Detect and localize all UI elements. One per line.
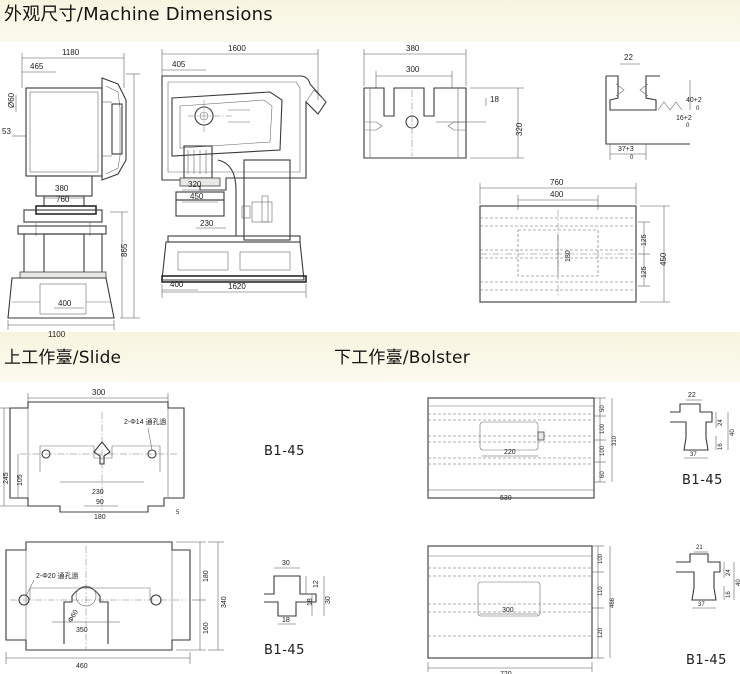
slide-b-dim-phi: Φ60 (67, 609, 80, 624)
slide-a-dim-180: 180 (94, 514, 106, 521)
bolster-b-dim-300: 300 (502, 607, 514, 614)
bolster-a-dim-100b: 100 (600, 445, 606, 456)
bolster-detail-dim-125a: 125 (641, 234, 648, 246)
bolster-detail-dim-450: 450 (659, 252, 668, 266)
side-dim-320: 320 (188, 180, 202, 189)
slide-detail-dim-18: 18 (490, 95, 499, 104)
bolster-detail-drawing: 760 400 180 125 125 450 (479, 178, 670, 303)
bolster-b-dim-100: 100 (598, 553, 604, 564)
front-dim-1100: 1100 (48, 330, 66, 339)
slide-a-dim-90: 90 (96, 499, 104, 506)
slide-slot-drawing: 30 12 18 30 18 (264, 560, 332, 625)
slide-slot-dim-30b: 30 (325, 596, 332, 604)
slide-slot-dim-18a: 18 (307, 598, 314, 606)
bolster-slot-a-dim-22: 22 (688, 392, 696, 399)
bolster-slot-b-dim-21: 21 (696, 545, 703, 551)
slide-a-drawing: 300 2-Φ14 通孔過 245 105 230 90 180 5 (0, 388, 185, 521)
front-dim-top: 1180 (62, 48, 80, 57)
slide-b-dim-180: 180 (203, 570, 210, 582)
slide-detail-dim-320: 320 (515, 122, 524, 136)
bolster-detail-dim-760: 760 (550, 178, 564, 187)
bolster-b-drawing: 300 720 100 110 120 466 (427, 545, 616, 674)
bolster-a-dim-50: 50 (600, 405, 606, 412)
bolster-slot-b-dim-37: 37 (698, 602, 705, 608)
bolster-slot-a-drawing: 22 24 16 40 37 (670, 392, 736, 459)
slide-detail-dim-380: 380 (406, 44, 420, 53)
slide-a-dim-300: 300 (92, 388, 106, 397)
front-dim-dia: Ø60 (7, 92, 16, 108)
machine-dimensions-title: 外观尺寸/Machine Dimensions (4, 4, 273, 25)
slide-b-hole-note: 2-Φ20 通孔過 (36, 571, 79, 580)
tslot-dim-16: 16+2 (676, 115, 692, 122)
side-dim-top: 1600 (228, 44, 246, 53)
bolster-b-dim-120: 120 (598, 627, 604, 638)
slide-b-drawing: 2-Φ20 通孔過 Φ60 350 460 180 160 340 (5, 541, 228, 670)
slide-slot-dim-30: 30 (282, 560, 290, 567)
bolster-slot-b-dim-40: 40 (736, 579, 740, 586)
bolster-a-dim-60: 60 (600, 471, 606, 478)
bolster-slot-b-model-label: B1-45 (686, 653, 727, 668)
bolster-slot-a-dim-37: 37 (690, 452, 697, 458)
bolster-a-dim-100a: 100 (600, 423, 606, 434)
bolster-b-dim-466: 466 (610, 597, 616, 608)
slide-a-dim-230: 230 (92, 489, 104, 496)
front-dim-865: 865 (120, 243, 129, 257)
front-dim-53: 53 (2, 127, 11, 136)
slide-b-dim-160: 160 (203, 622, 210, 634)
bolster-slot-b-dim-16: 16 (726, 591, 732, 598)
slide-bolster-drawings: 300 2-Φ14 通孔過 245 105 230 90 180 5 (0, 388, 740, 674)
slide-a-model-label: B1-45 (264, 444, 305, 459)
front-dim-760: 760 (56, 195, 70, 204)
bolster-a-dim-530: 530 (500, 495, 512, 502)
bolster-detail-dim-400: 400 (550, 190, 564, 199)
front-view: 1180 465 Ø60 53 380 760 (2, 48, 140, 339)
tslot-dim-37: 37+3 (618, 146, 634, 153)
tslot-dim-16-tol: 0 (686, 123, 690, 129)
bolster-a-dim-310: 310 (612, 435, 618, 446)
side-view: 1600 405 320 450 230 (161, 44, 327, 298)
bolster-a-drawing: 220 530 50 100 100 60 310 (427, 397, 618, 502)
slide-b-dim-460: 460 (76, 663, 88, 670)
side-dim-1620: 1620 (228, 282, 246, 291)
front-dim-465: 465 (30, 62, 44, 71)
machine-drawings-top: 1180 465 Ø60 53 380 760 (2, 44, 702, 339)
bolster-slot-b-dim-24: 24 (726, 569, 732, 576)
header-band-slide-bolster (0, 332, 740, 382)
side-dim-405: 405 (172, 60, 186, 69)
bolster-slot-a-model-label: B1-45 (682, 473, 723, 488)
slide-slot-dim-12: 12 (313, 580, 320, 588)
slide-a-dim-245: 245 (3, 472, 10, 484)
front-dim-400: 400 (58, 299, 72, 308)
front-dim-380: 380 (55, 184, 69, 193)
slide-b-dim-340: 340 (221, 596, 228, 608)
bolster-slot-a-dim-24: 24 (718, 419, 724, 426)
side-dim-230: 230 (200, 219, 214, 228)
tslot-dim-22: 22 (624, 53, 633, 62)
bolster-detail-dim-125b: 125 (641, 266, 648, 278)
slide-b-dim-350: 350 (76, 627, 88, 634)
slide-a-dim-5: 5 (176, 510, 180, 516)
slide-a-hole-note: 2-Φ14 通孔過 (124, 417, 167, 426)
bolster-a-dim-220: 220 (504, 449, 516, 456)
bolster-slot-a-dim-40: 40 (730, 429, 736, 436)
slide-detail-dim-300: 300 (406, 65, 420, 74)
tslot-detail-drawing: 22 40+2 0 16+2 0 37+3 0 (605, 53, 702, 161)
slide-a-dim-105: 105 (17, 474, 24, 486)
slide-slot-dim-18: 18 (282, 617, 290, 624)
header-band-machine (0, 0, 740, 42)
bolster-b-dim-110: 110 (598, 586, 604, 596)
bolster-slot-a-dim-16: 16 (718, 443, 724, 450)
side-dim-400: 400 (170, 280, 184, 289)
tslot-dim-40-tol: 0 (696, 106, 700, 112)
bolster-b-dim-720: 720 (500, 671, 512, 674)
slide-slot-model-label: B1-45 (264, 643, 305, 658)
side-dim-450: 450 (190, 192, 204, 201)
tslot-dim-40: 40+2 (686, 97, 702, 104)
bolster-slot-b-drawing: 21 24 16 40 37 (676, 545, 740, 609)
slide-title: 上工作臺/Slide (4, 348, 122, 368)
bolster-detail-dim-180: 180 (565, 250, 572, 262)
slide-detail-drawing: 380 300 18 320 (363, 44, 524, 159)
tslot-dim-37-tol: 0 (630, 155, 634, 161)
bolster-title: 下工作臺/Bolster (334, 348, 470, 368)
